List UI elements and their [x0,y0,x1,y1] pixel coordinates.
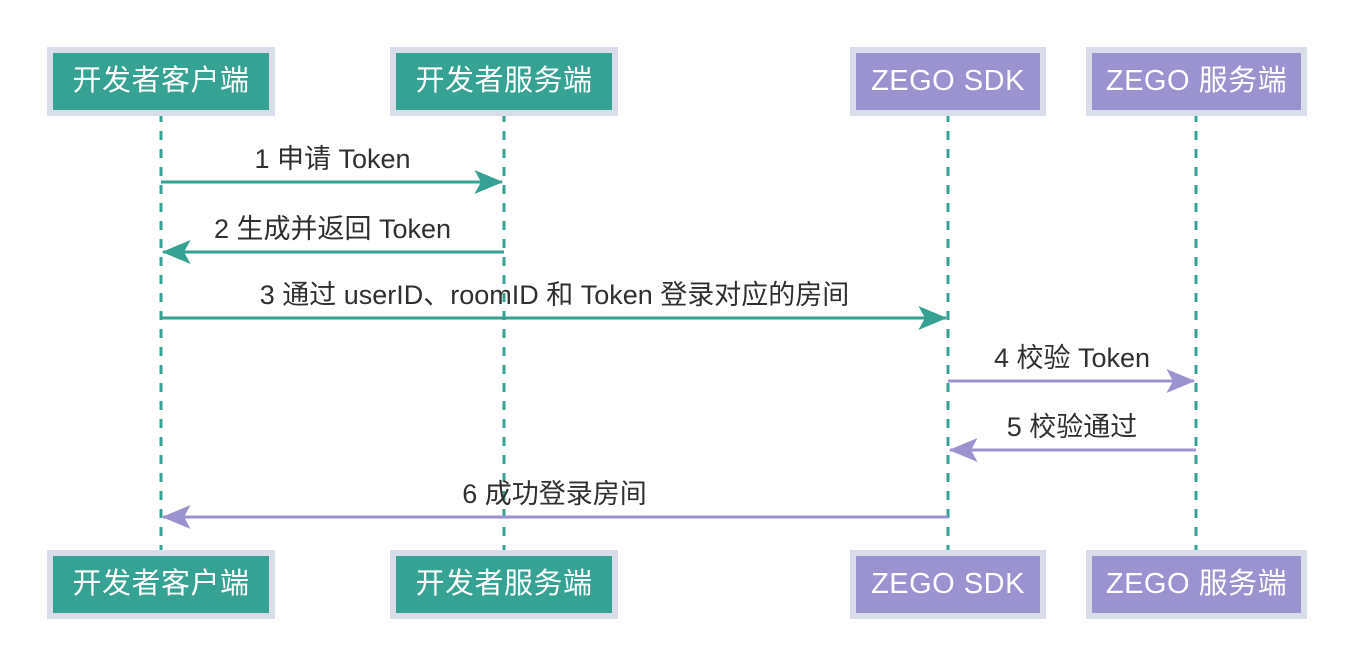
participant-top-dev-client[interactable]: 开发者客户端 [47,47,275,116]
message-3: 3 通过 userID、roomID 和 Token 登录对应的房间 [161,280,948,331]
participant-top-dev-server[interactable]: 开发者服务端 [390,47,618,116]
message-6: 6 成功登录房间 [161,479,948,529]
participant-label-zego-sdk: ZEGO SDK [871,65,1025,97]
message-label-3: 3 通过 userID、roomID 和 Token 登录对应的房间 [260,280,850,310]
participant-box-zego-server[interactable] [1086,550,1307,619]
participant-top-zego-server[interactable]: ZEGO 服务端 [1086,47,1307,116]
participant-top-zego-sdk[interactable]: ZEGO SDK [850,47,1046,116]
participant-box-zego-server[interactable] [1086,47,1307,116]
message-label-2: 2 生成并返回 Token [214,214,451,244]
participant-bottom-dev-client[interactable]: 开发者客户端 [47,550,275,619]
participant-bottom-zego-server[interactable]: ZEGO 服务端 [1086,550,1307,619]
message-4: 4 校验 Token [948,343,1196,394]
participant-label-zego-server: ZEGO 服务端 [1106,567,1287,600]
participant-box-dev-server[interactable] [390,550,618,619]
participant-box-dev-server[interactable] [390,47,618,116]
message-2: 2 生成并返回 Token [161,214,504,264]
participant-label-dev-client: 开发者客户端 [72,64,249,97]
participant-label-dev-server: 开发者服务端 [415,64,592,97]
participant-bottom-zego-sdk[interactable]: ZEGO SDK [850,550,1046,619]
participant-box-zego-sdk[interactable] [850,550,1046,619]
participant-bottom-dev-server[interactable]: 开发者服务端 [390,550,618,619]
message-label-5: 5 校验通过 [1007,412,1138,442]
message-label-1: 1 申请 Token [254,144,410,174]
participant-label-dev-server: 开发者服务端 [415,567,592,600]
participant-box-zego-sdk[interactable] [850,47,1046,116]
participant-box-dev-client[interactable] [47,550,275,619]
message-label-4: 4 校验 Token [994,343,1150,373]
participant-label-zego-server: ZEGO 服务端 [1106,64,1287,97]
lifelines-group [159,113,1198,553]
participant-label-dev-client: 开发者客户端 [72,567,249,600]
messages-group: 1 申请 Token 2 生成并返回 Token 3 通过 userID、roomI… [161,144,1196,529]
message-label-6: 6 成功登录房间 [462,479,647,509]
message-5: 5 校验通过 [948,412,1196,462]
participant-box-dev-client[interactable] [47,47,275,116]
participant-label-zego-sdk: ZEGO SDK [871,568,1025,600]
message-1: 1 申请 Token [161,144,504,195]
